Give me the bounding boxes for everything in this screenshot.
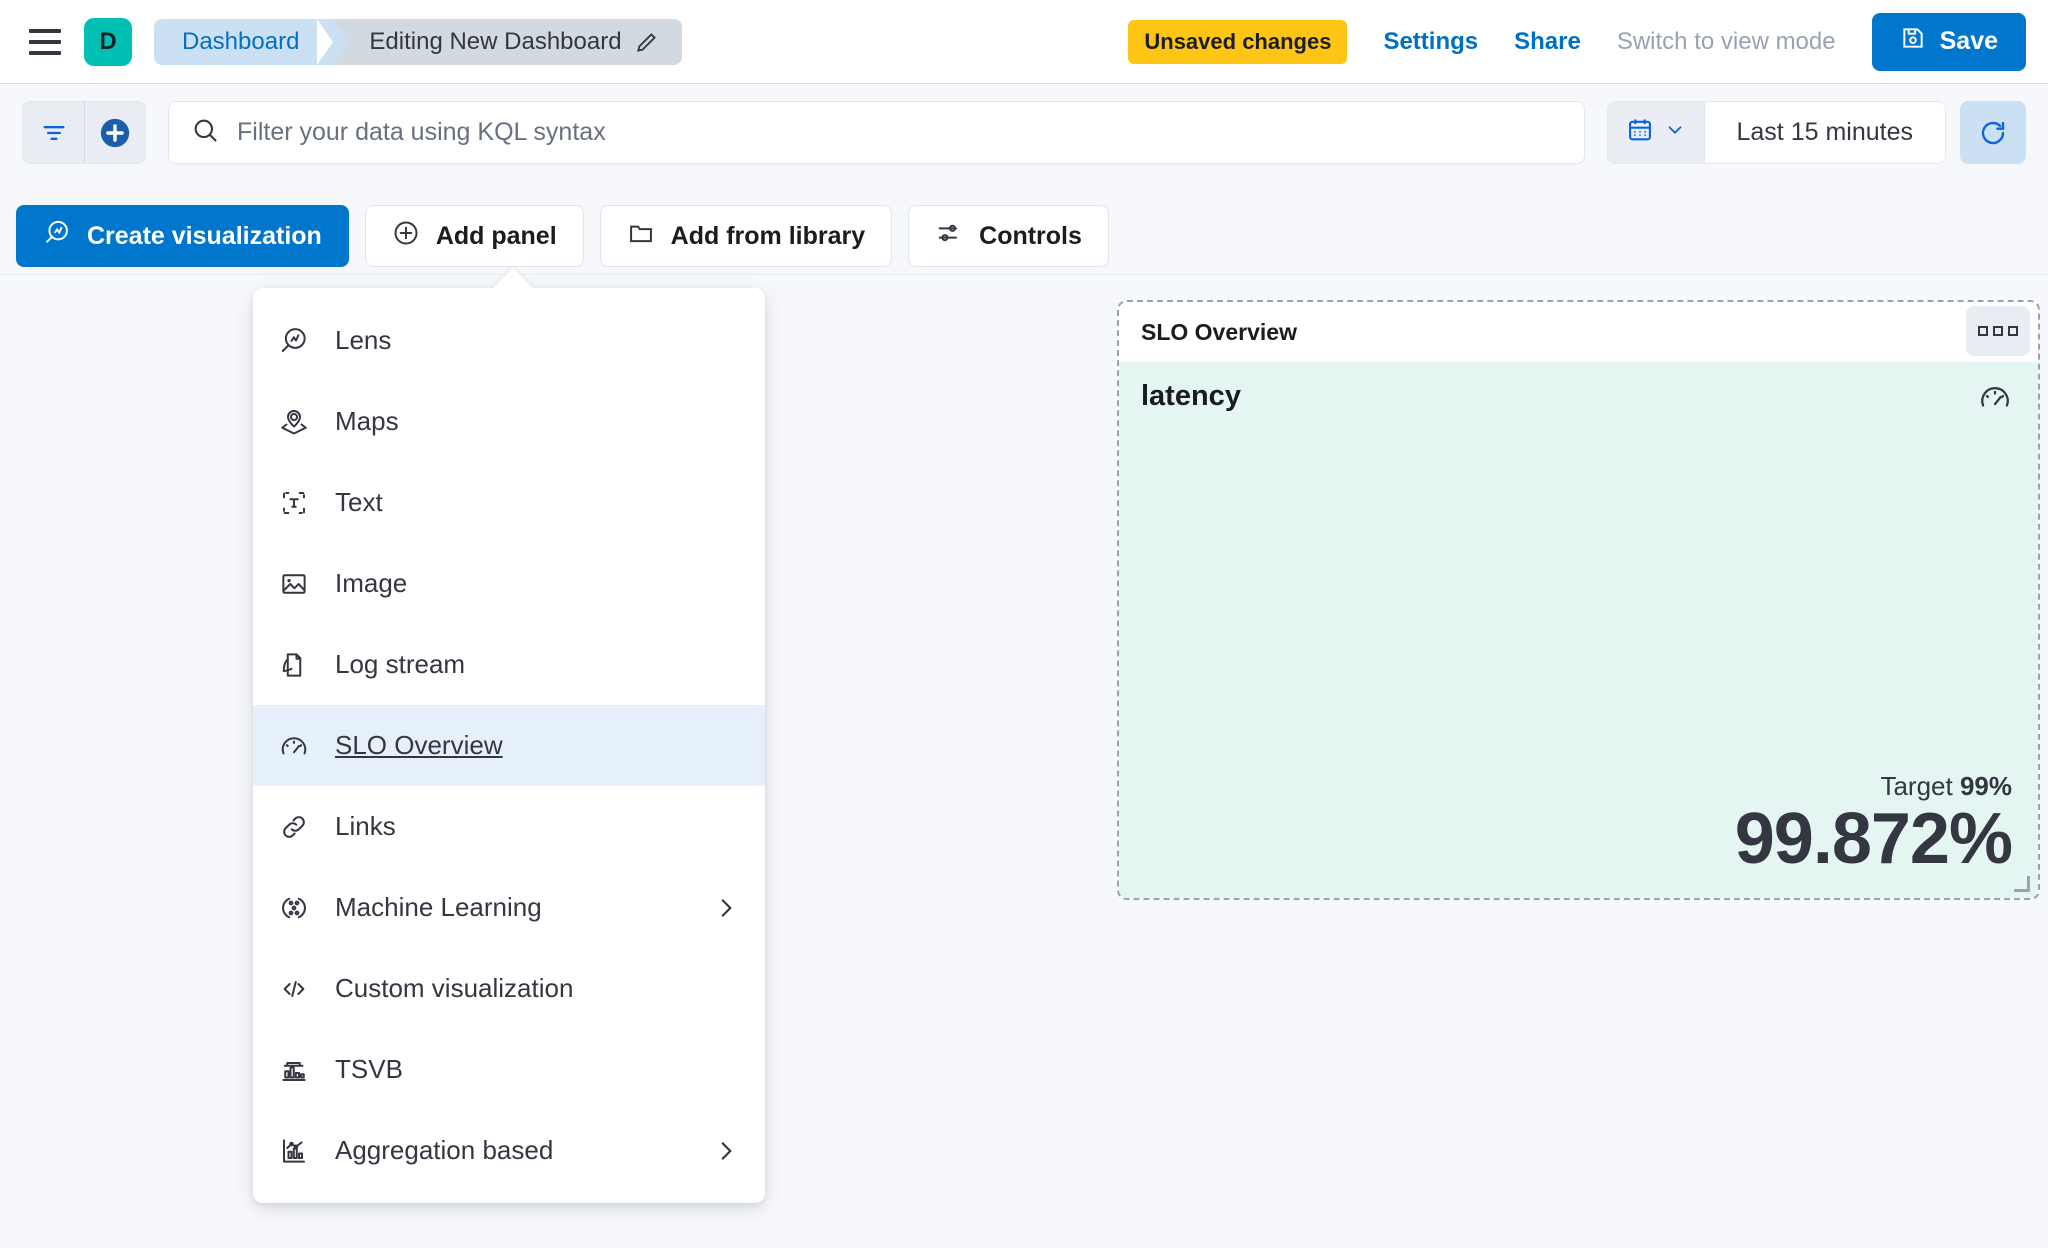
map-pin-icon <box>279 407 309 437</box>
lens-icon <box>43 219 71 254</box>
search-box[interactable] <box>168 101 1585 164</box>
hamburger-icon[interactable] <box>22 19 68 65</box>
chevron-right-icon <box>713 895 739 921</box>
image-icon <box>279 569 309 599</box>
create-visualization-label: Create visualization <box>87 221 322 250</box>
dashboard-toolbar: Create visualization Add panel Add from … <box>0 198 2048 274</box>
refresh-icon[interactable] <box>1960 101 2026 164</box>
date-quick-select-button[interactable] <box>1607 102 1705 163</box>
menu-item-lens[interactable]: Lens <box>253 300 765 381</box>
menu-item-text[interactable]: Text <box>253 462 765 543</box>
plus-circle-icon[interactable] <box>84 102 145 163</box>
calendar-icon <box>1626 116 1654 149</box>
panel-options-icon[interactable] <box>1966 306 2030 356</box>
slo-target: Target 99% <box>1141 771 2012 802</box>
slo-stats: Target 99% 99.872% <box>1141 771 2013 880</box>
menu-item-label: Maps <box>335 406 399 436</box>
breadcrumb-dashboard[interactable]: Dashboard <box>154 18 350 65</box>
filter-icon[interactable] <box>23 102 84 163</box>
slo-target-label: Target <box>1880 771 1953 802</box>
add-from-library-button[interactable]: Add from library <box>599 205 893 267</box>
breadcrumb-editing-label: Editing New Dashboard <box>369 27 622 55</box>
controls-icon <box>935 219 963 254</box>
panel-title: SLO Overview <box>1141 318 1297 345</box>
gauge-icon <box>279 731 309 761</box>
filter-controls <box>22 101 146 164</box>
status-badge[interactable]: Unsaved changes <box>1128 19 1348 64</box>
menu-item-label: TSVB <box>335 1054 403 1084</box>
menu-item-slo-overview[interactable]: SLO Overview <box>253 705 765 786</box>
save-disk-icon <box>1900 25 1926 58</box>
plus-circle-outline-icon <box>392 219 420 254</box>
panel-header: SLO Overview <box>1119 302 2038 362</box>
panel-resize-handle[interactable] <box>2014 876 2030 892</box>
menu-item-label: SLO Overview <box>335 730 503 760</box>
settings-link[interactable]: Settings <box>1383 27 1479 55</box>
ml-icon <box>279 893 309 923</box>
menu-item-label: Aggregation based <box>335 1135 554 1165</box>
slo-target-value: 99% <box>1959 771 2012 802</box>
breadcrumb: Dashboard Editing New Dashboard <box>154 18 682 65</box>
menu-item-tsvb[interactable]: TSVB <box>253 1029 765 1110</box>
chevron-right-icon <box>713 1138 739 1164</box>
menu-item-maps[interactable]: Maps <box>253 381 765 462</box>
gauge-icon <box>1978 380 2012 419</box>
folder-icon <box>627 219 655 254</box>
search-input[interactable] <box>237 118 1562 147</box>
menu-item-label: Lens <box>335 325 392 355</box>
link-icon <box>279 812 309 842</box>
tsvb-icon <box>279 1055 309 1085</box>
query-bar: Last 15 minutes <box>0 85 2048 180</box>
code-icon <box>279 974 309 1004</box>
logs-icon <box>279 650 309 680</box>
add-from-library-label: Add from library <box>670 221 866 250</box>
slo-name: latency <box>1141 380 1241 412</box>
slo-current-value: 99.872% <box>1734 799 2013 880</box>
menu-item-log-stream[interactable]: Log stream <box>253 624 765 705</box>
date-picker: Last 15 minutes <box>1606 101 1946 164</box>
menu-item-label: Machine Learning <box>335 892 542 922</box>
share-link[interactable]: Share <box>1514 27 1581 55</box>
text-icon <box>279 488 309 518</box>
space-avatar[interactable]: D <box>84 17 132 66</box>
slo-overview-panel[interactable]: SLO Overview latency Target 99% <box>1117 300 2040 900</box>
menu-item-image[interactable]: Image <box>253 543 765 624</box>
create-visualization-button[interactable]: Create visualization <box>16 205 349 267</box>
agg-chart-icon <box>279 1136 309 1166</box>
popover-arrow <box>491 268 535 290</box>
add-panel-button[interactable]: Add panel <box>364 205 584 267</box>
add-panel-label: Add panel <box>435 221 557 250</box>
menu-item-label: Image <box>335 568 408 598</box>
date-range-value[interactable]: Last 15 minutes <box>1736 118 1914 146</box>
menu-item-label: Custom visualization <box>335 973 574 1003</box>
save-button[interactable]: Save <box>1871 12 2026 71</box>
panel-body: latency Target 99% 99.872% <box>1119 362 2038 898</box>
menu-item-aggregation-based[interactable]: Aggregation based <box>253 1110 765 1191</box>
menu-item-links[interactable]: Links <box>253 786 765 867</box>
menu-item-machine-learning[interactable]: Machine Learning <box>253 867 765 948</box>
save-button-label: Save <box>1939 27 1998 55</box>
breadcrumb-editing[interactable]: Editing New Dashboard <box>317 18 682 65</box>
header-actions: Unsaved changes Settings Share Switch to… <box>1128 12 2048 71</box>
app-header: D Dashboard Editing New Dashboard Unsave… <box>0 0 2048 84</box>
menu-item-label: Links <box>335 811 396 841</box>
controls-label: Controls <box>979 221 1082 250</box>
switch-view-mode-link[interactable]: Switch to view mode <box>1616 27 1836 55</box>
lens-icon <box>279 326 309 356</box>
menu-item-custom-visualization[interactable]: Custom visualization <box>253 948 765 1029</box>
chevron-down-icon <box>1664 119 1686 146</box>
search-icon <box>191 116 219 149</box>
pencil-icon[interactable] <box>634 29 660 55</box>
menu-item-label: Text <box>335 487 383 517</box>
controls-button[interactable]: Controls <box>908 205 1109 267</box>
menu-item-label: Log stream <box>335 649 466 679</box>
